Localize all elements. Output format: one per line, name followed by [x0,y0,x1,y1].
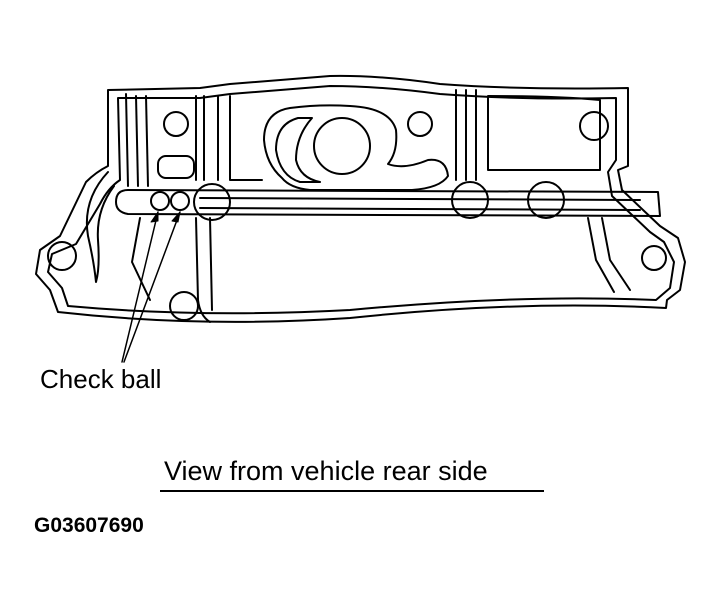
valve-body-outline [35,74,686,323]
spool-bore [115,189,661,217]
lower-wall-4 [601,217,631,291]
bolt-hole-top-right [579,111,609,141]
check-ball-2 [170,191,190,211]
bolt-hole-bottom-left [169,291,199,321]
central-bore [313,117,371,175]
lower-wall-1 [195,217,211,323]
check-ball-1 [150,191,170,211]
central-passage-inner [275,117,321,183]
bore-wall-1 [125,93,129,187]
spool-bore-inner [199,197,641,211]
central-passage [263,104,449,191]
leader-arrowhead-2 [171,211,181,223]
caption-underline [160,490,544,492]
bore-wall-3 [145,95,149,187]
bolt-hole-right [641,245,667,271]
plug-ball-3 [527,181,565,219]
lower-wall-2 [209,217,213,311]
bolt-hole-center-right [407,111,433,137]
bolt-hole-left [47,241,77,271]
leader-line-1 [121,211,159,363]
bore-wall-2 [135,95,139,187]
leader-line-2 [123,211,181,363]
valve-body-inner-outline [47,85,675,315]
check-ball-label: Check ball [40,364,162,394]
upper-rib-left [229,95,263,181]
lower-wall-3 [131,217,151,301]
view-caption: View from vehicle rear side [164,456,488,486]
left-curved-passage [85,171,115,283]
upper-rib-right [487,95,601,171]
lower-wall-5 [587,217,615,293]
leader-arrowhead-1 [150,211,159,223]
plug-ball-1 [193,183,231,221]
rectangular-port [157,155,195,179]
bolt-hole-top-left [163,111,189,137]
plug-ball-2 [451,181,489,219]
figure-code: G03607690 [34,514,144,537]
